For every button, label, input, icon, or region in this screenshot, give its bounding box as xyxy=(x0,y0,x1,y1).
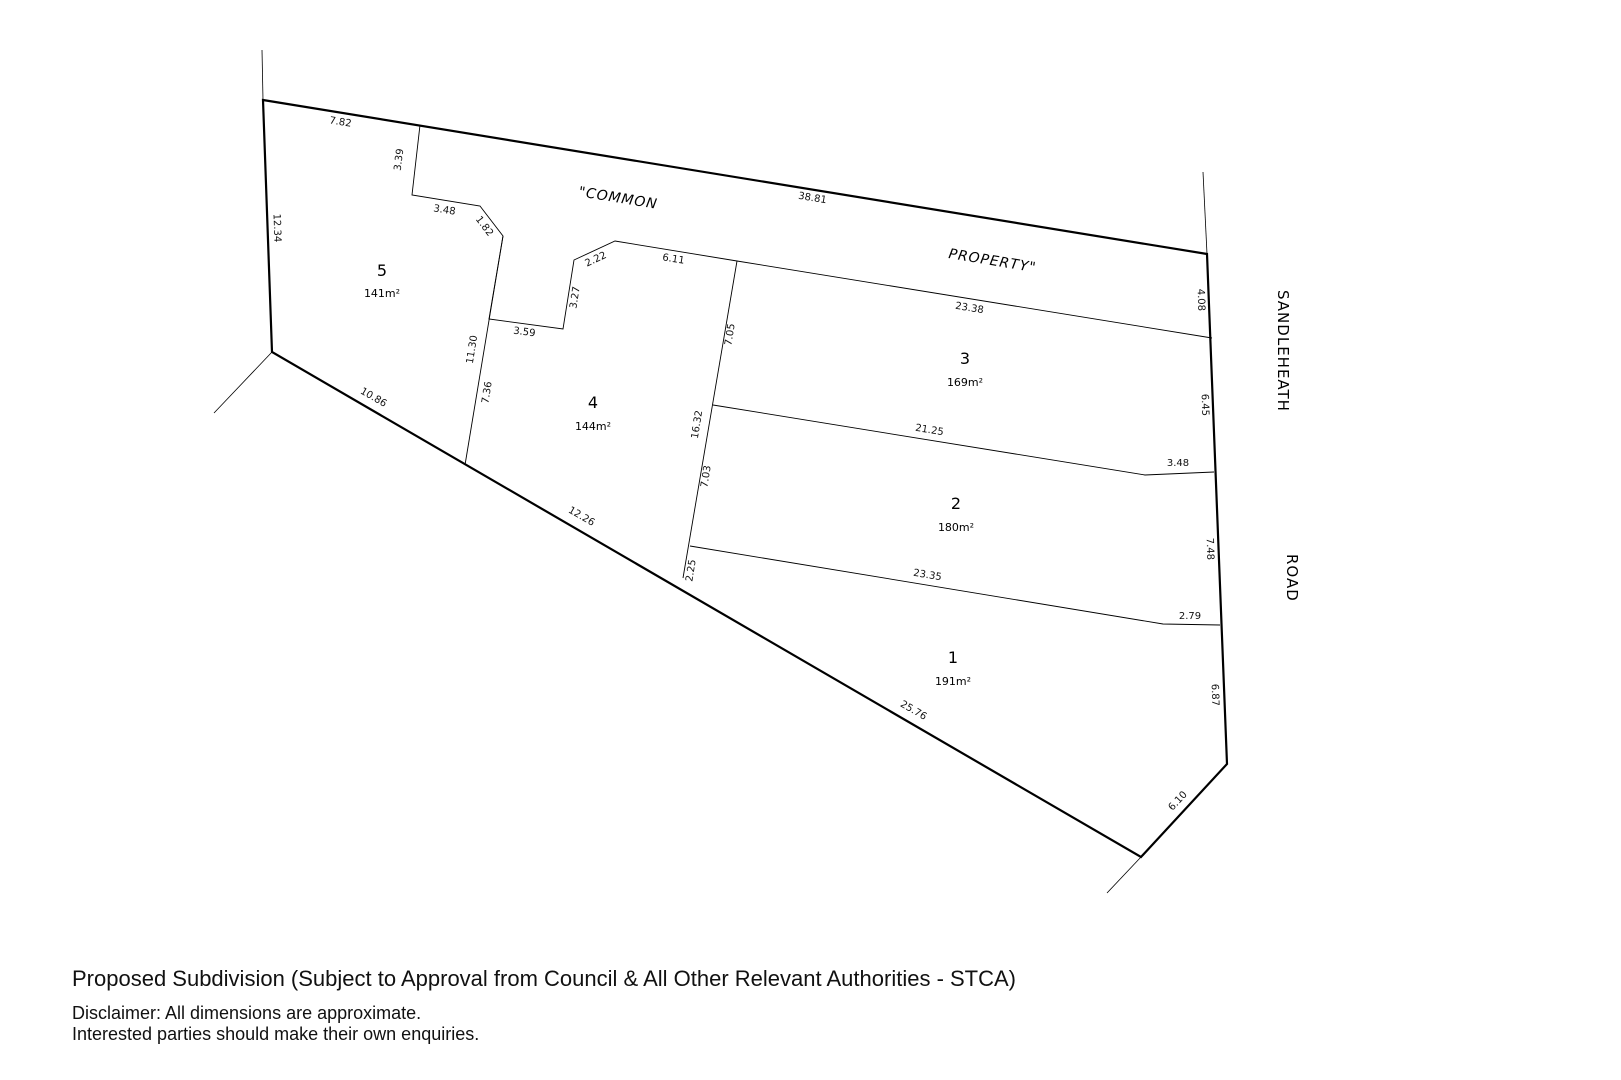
extension-line xyxy=(213,351,273,414)
lot4-lot3-boundary xyxy=(682,260,738,579)
dimension-label: 6.11 xyxy=(662,252,686,266)
common-property-label: "COMMON xyxy=(577,184,658,213)
dimension-label: 16.32 xyxy=(690,410,705,440)
outer-boundary xyxy=(261,98,1229,859)
common-property-label: PROPERTY" xyxy=(947,246,1037,276)
lot5-lot4-boundary xyxy=(464,235,504,466)
dimension-label: 6.45 xyxy=(1199,394,1211,417)
dimension-label: 7.05 xyxy=(723,323,737,347)
dimension-label: 4.08 xyxy=(1195,289,1207,312)
dimension-label: 3.59 xyxy=(513,326,536,340)
road-name-label: ROAD xyxy=(1283,554,1301,602)
dimension-label: 3.39 xyxy=(393,148,407,171)
extension-line xyxy=(1202,171,1208,255)
disclaimer-text: Interested parties should make their own… xyxy=(72,1024,480,1044)
lot-3-number: 3 xyxy=(960,349,970,368)
lot-4-area: 144m² xyxy=(575,420,611,433)
lot3-lot2-boundary xyxy=(712,404,1215,476)
lot-4-number: 4 xyxy=(588,393,598,412)
lot-1-number: 1 xyxy=(948,648,958,667)
lot-2-number: 2 xyxy=(951,494,961,513)
dimension-label: 7.82 xyxy=(329,115,353,129)
dimension-label: 7.36 xyxy=(480,381,494,405)
extension-line xyxy=(261,49,264,101)
lot-1-area: 191m² xyxy=(935,675,971,688)
extension-line xyxy=(1106,856,1142,894)
dimension-label: 7.03 xyxy=(699,465,713,489)
dimension-label: 1.82 xyxy=(473,214,495,238)
lot-2-area: 180m² xyxy=(938,521,974,534)
lot-5-area: 141m² xyxy=(364,287,400,300)
lot2-lot1-boundary xyxy=(689,545,1221,626)
lot-3-area: 169m² xyxy=(947,376,983,389)
dimension-label: 3.48 xyxy=(433,203,457,217)
dimension-label: 23.35 xyxy=(912,568,942,583)
road-name-label: SANDLEHEATH xyxy=(1274,290,1292,412)
lot-5-number: 5 xyxy=(377,261,387,280)
plan-title: Proposed Subdivision (Subject to Approva… xyxy=(72,966,1017,991)
subdivision-plan: "COMMON PROPERTY" SANDLEHEATH ROAD 5 141… xyxy=(213,49,1301,894)
dimension-label: 10.86 xyxy=(358,386,388,410)
dimension-label: 21.25 xyxy=(914,423,944,438)
dimension-label: 6.87 xyxy=(1209,684,1221,707)
dimension-label: 3.27 xyxy=(568,286,582,310)
dimension-label: 2.79 xyxy=(1179,611,1201,622)
dimension-label: 7.48 xyxy=(1204,538,1216,561)
dimension-label: 2.22 xyxy=(584,250,609,269)
dimension-label: 12.34 xyxy=(271,213,283,242)
dimension-label: 38.81 xyxy=(797,191,827,206)
common-property-boundary xyxy=(411,124,1213,339)
disclaimer-text: Disclaimer: All dimensions are approxima… xyxy=(72,1003,422,1023)
dimension-label: 23.38 xyxy=(954,301,984,316)
dimension-label: 3.48 xyxy=(1167,458,1189,469)
dimension-label: 2.25 xyxy=(684,559,698,583)
dimension-label: 11.30 xyxy=(465,335,480,365)
